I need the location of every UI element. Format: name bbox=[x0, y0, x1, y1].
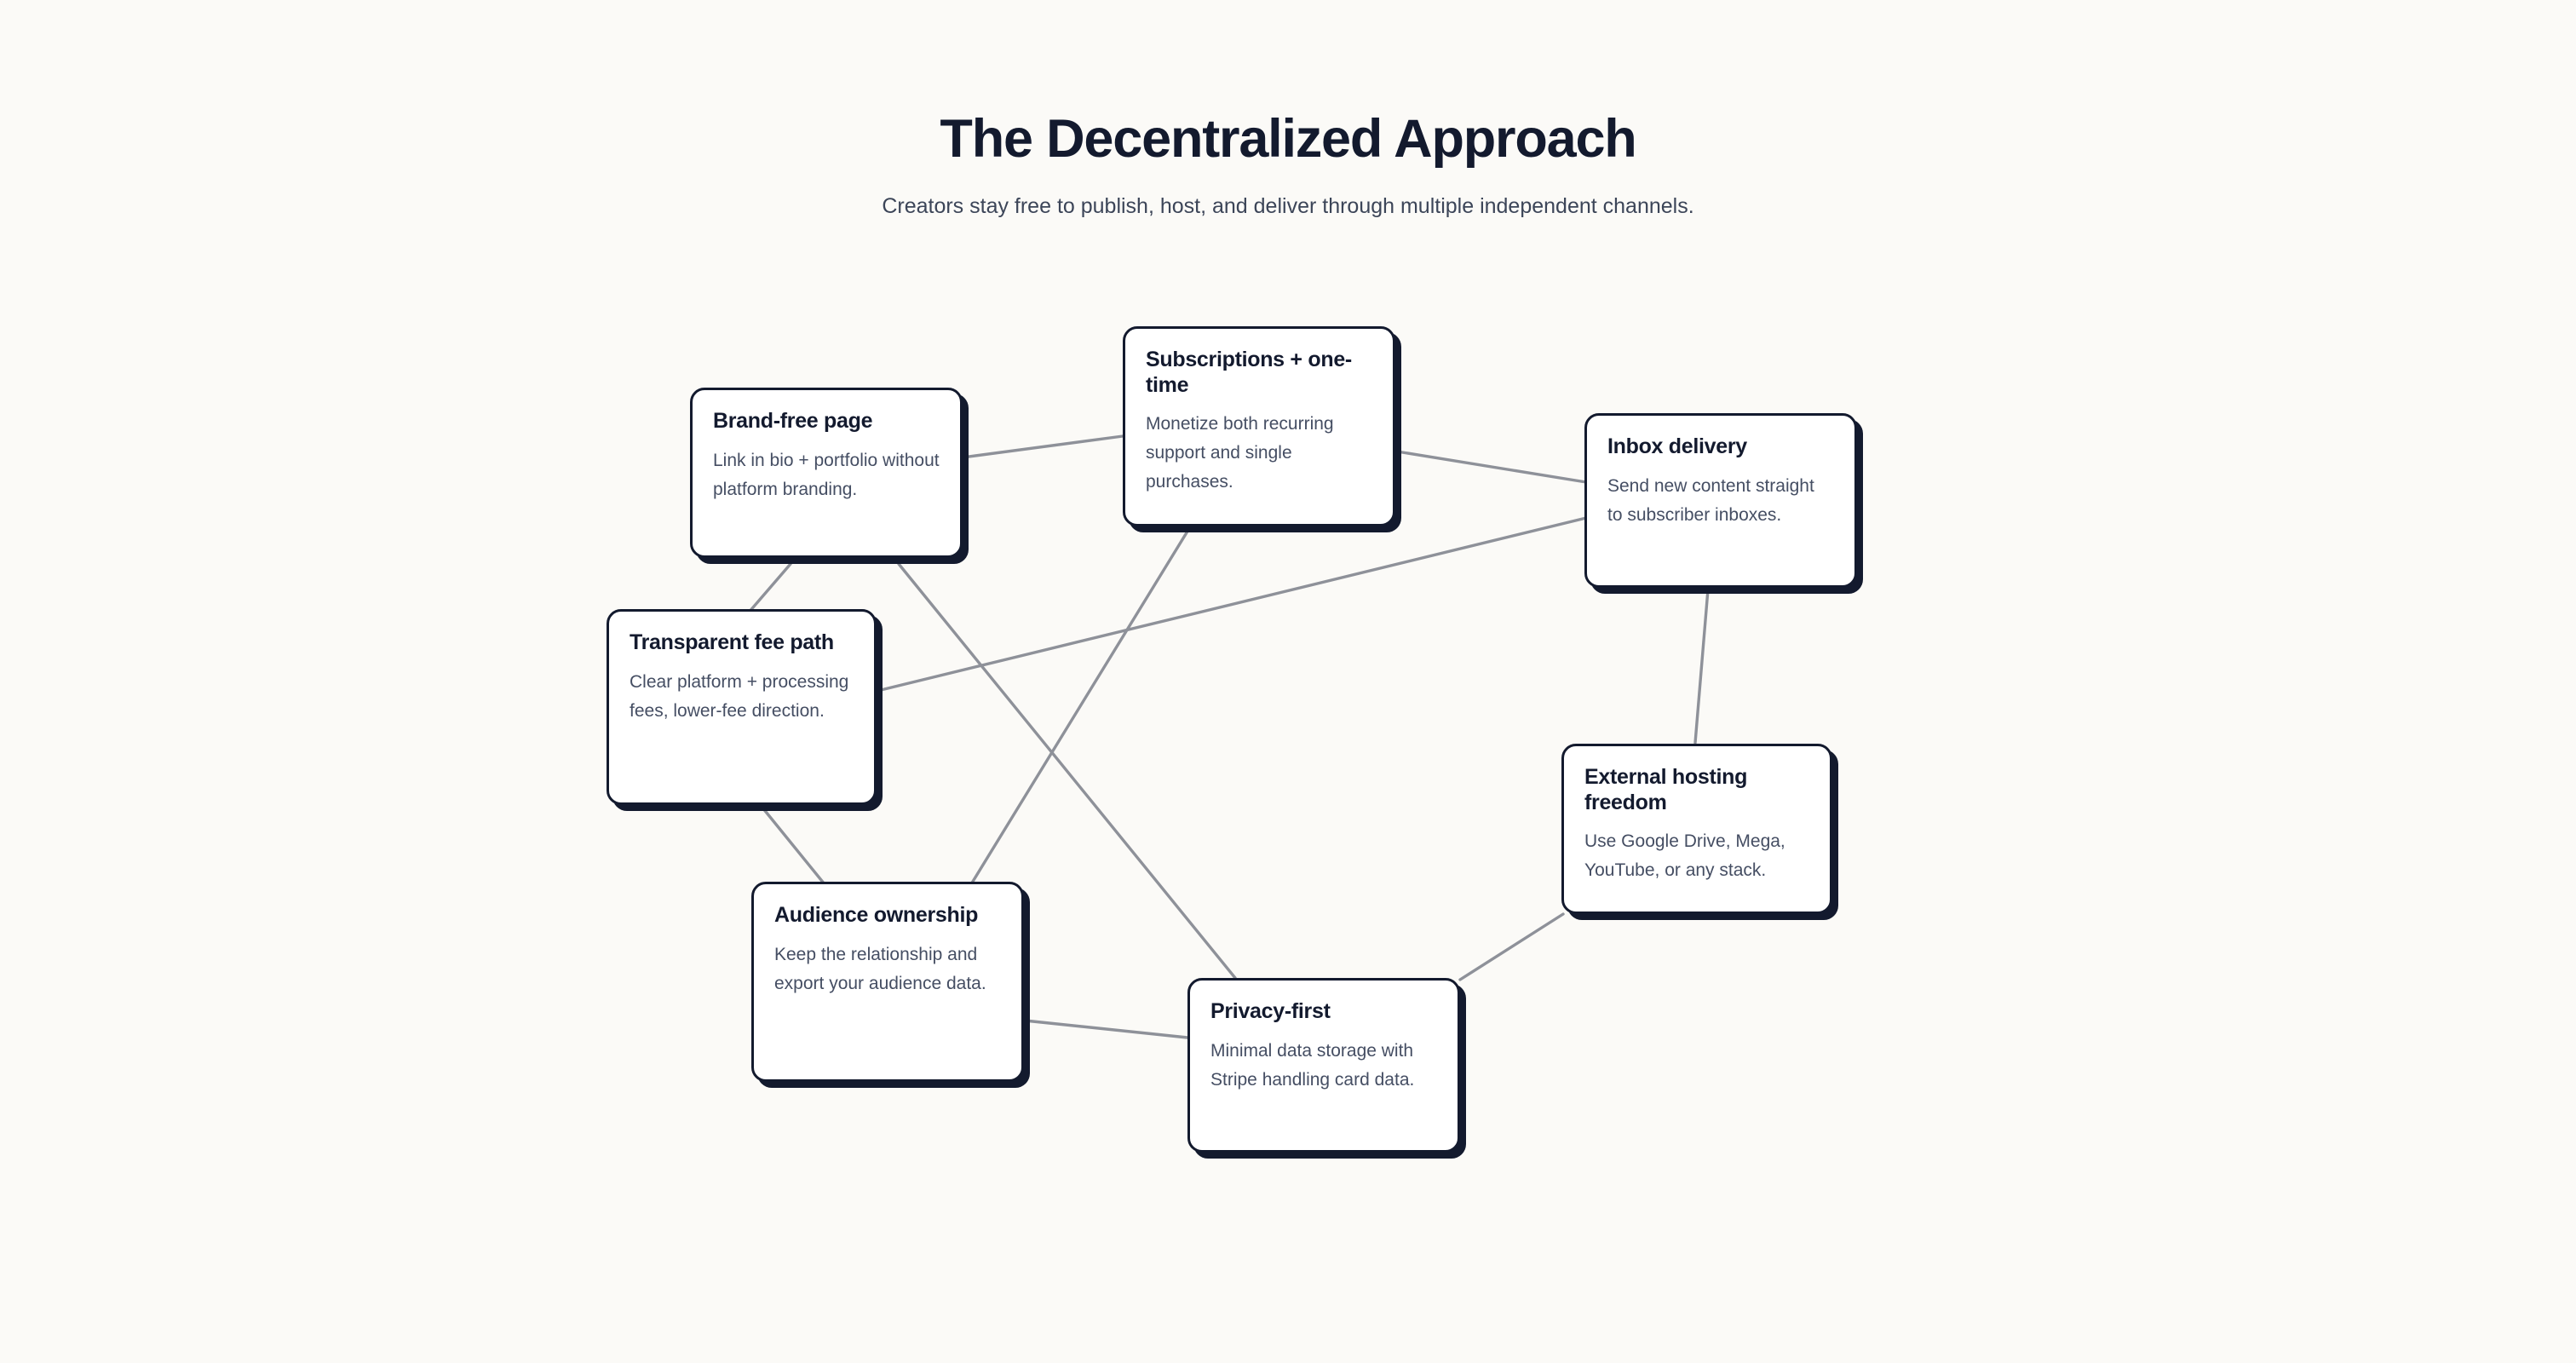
node-title: External hosting freedom bbox=[1584, 765, 1748, 814]
node-title: Privacy-first bbox=[1210, 999, 1331, 1023]
edge-privacy-first-to-external-hosting-freedom bbox=[1458, 912, 1565, 981]
node-title: Subscriptions + one-time bbox=[1146, 348, 1352, 397]
node-description: Use Google Drive, Mega, YouTube, or any … bbox=[1584, 831, 1785, 881]
edge-brand-free-page-to-subscriptions-one-time bbox=[961, 434, 1124, 459]
page-header: The Decentralized Approach Creators stay… bbox=[0, 0, 2576, 221]
node-description: Clear platform + processing fees, lower-… bbox=[630, 671, 849, 721]
edge-subscriptions-one-time-to-audience-ownership bbox=[969, 528, 1190, 886]
edge-audience-ownership-to-privacy-first bbox=[1023, 1019, 1189, 1039]
node-description: Send new content straight to subscriber … bbox=[1607, 475, 1814, 525]
edge-brand-free-page-to-transparent-fee-path bbox=[746, 562, 792, 615]
node-title: Inbox delivery bbox=[1607, 434, 1747, 458]
node-title: Brand-free page bbox=[713, 409, 873, 433]
node-title: Audience ownership bbox=[774, 903, 979, 927]
edge-inbox-delivery-to-external-hosting-freedom bbox=[1693, 588, 1710, 745]
edge-transparent-fee-path-to-audience-ownership bbox=[761, 806, 826, 886]
node-description: Keep the relationship and export your au… bbox=[774, 944, 986, 993]
node-description: Minimal data storage with Stripe handlin… bbox=[1210, 1040, 1415, 1090]
edge-subscriptions-one-time-to-inbox-delivery bbox=[1395, 450, 1588, 484]
node-description: Monetize both recurring support and sing… bbox=[1146, 414, 1334, 492]
edge-inbox-delivery-to-transparent-fee-path bbox=[879, 516, 1588, 692]
node-title: Transparent fee path bbox=[630, 630, 834, 654]
node-description: Link in bio + portfolio without platform… bbox=[713, 450, 940, 499]
page-title: The Decentralized Approach bbox=[940, 109, 1636, 169]
page-subtitle: Creators stay free to publish, host, and… bbox=[882, 193, 1694, 218]
